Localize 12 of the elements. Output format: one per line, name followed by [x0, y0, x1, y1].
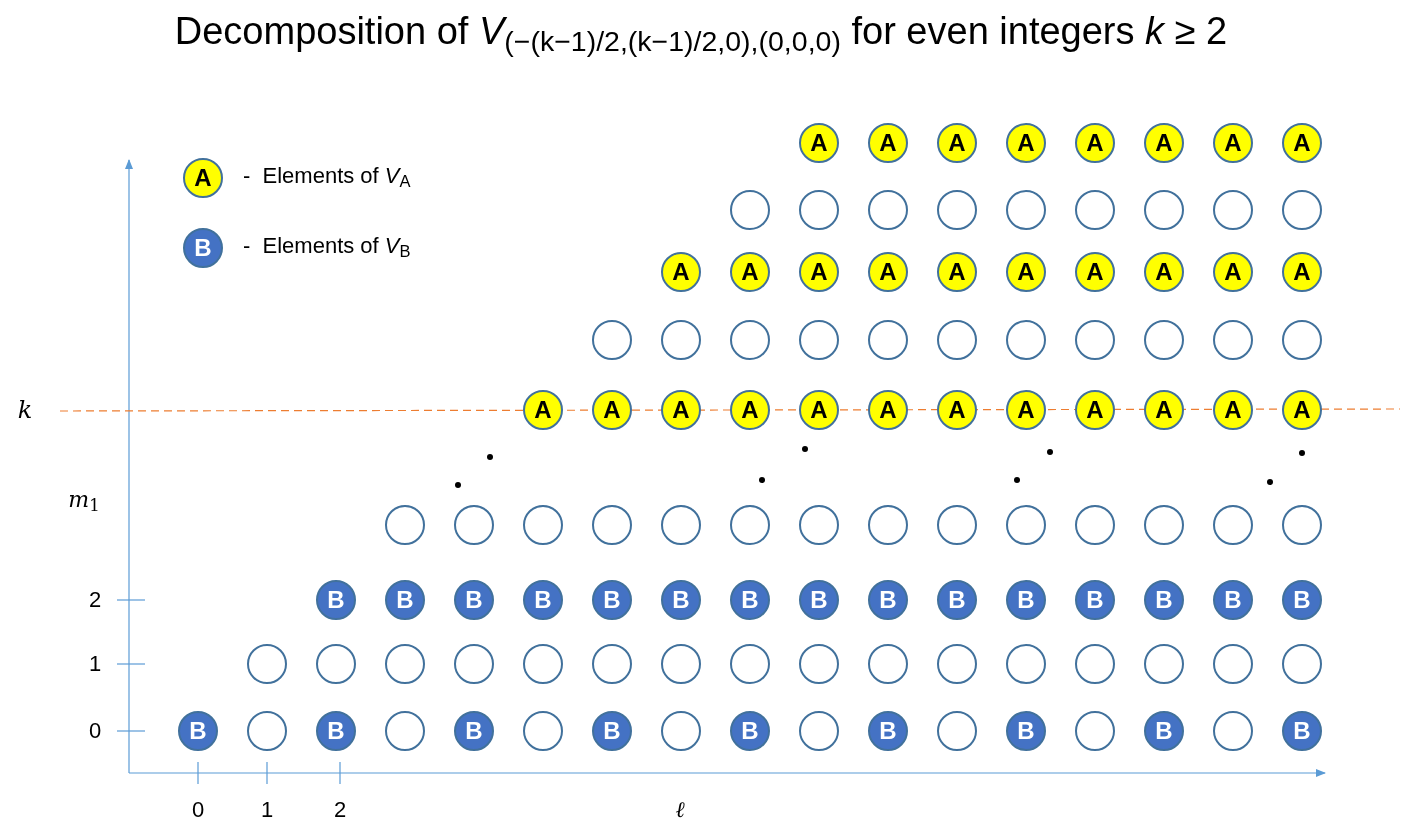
- axis-label: m$_{1}$: [68, 489, 100, 511]
- axis-label: 0: [88, 720, 102, 742]
- title: Decomposition of V$_{(−(k−1)/2,(k−1)/2,0),(0,0,0)}$ for even integers k ≥ 2: [173, 9, 1229, 56]
- legend-text: - Elements of V$_{A}$: [243, 165, 411, 187]
- axis-label: 1: [88, 653, 102, 675]
- axis-label: 0: [191, 799, 205, 821]
- axis-label: 2: [333, 799, 347, 821]
- axis-label: 2: [88, 589, 102, 611]
- axis-label: ℓ: [675, 799, 685, 821]
- legend-text: - Elements of V$_{B}$: [243, 235, 411, 257]
- axis-label: k: [17, 398, 33, 422]
- axis-label: 1: [260, 799, 274, 821]
